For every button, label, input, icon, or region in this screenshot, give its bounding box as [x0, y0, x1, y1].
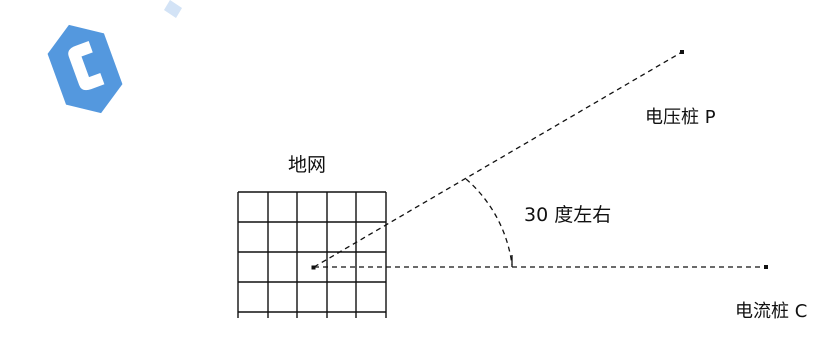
grid-center-point — [311, 265, 316, 270]
angle-label: 30 度左右 — [524, 204, 612, 226]
angle-arc — [465, 178, 513, 266]
ground-grid-label: 地网 — [288, 154, 327, 176]
watermark-logo-icon — [47, 0, 182, 114]
voltage-lead-line — [313, 51, 683, 268]
voltage-stake-label: 电压桩 P — [645, 107, 716, 128]
current-stake-label: 电流桩 C — [735, 301, 808, 322]
voltage-stake-point — [680, 50, 684, 54]
current-stake-point — [764, 265, 768, 269]
ground-grid — [237, 191, 387, 318]
